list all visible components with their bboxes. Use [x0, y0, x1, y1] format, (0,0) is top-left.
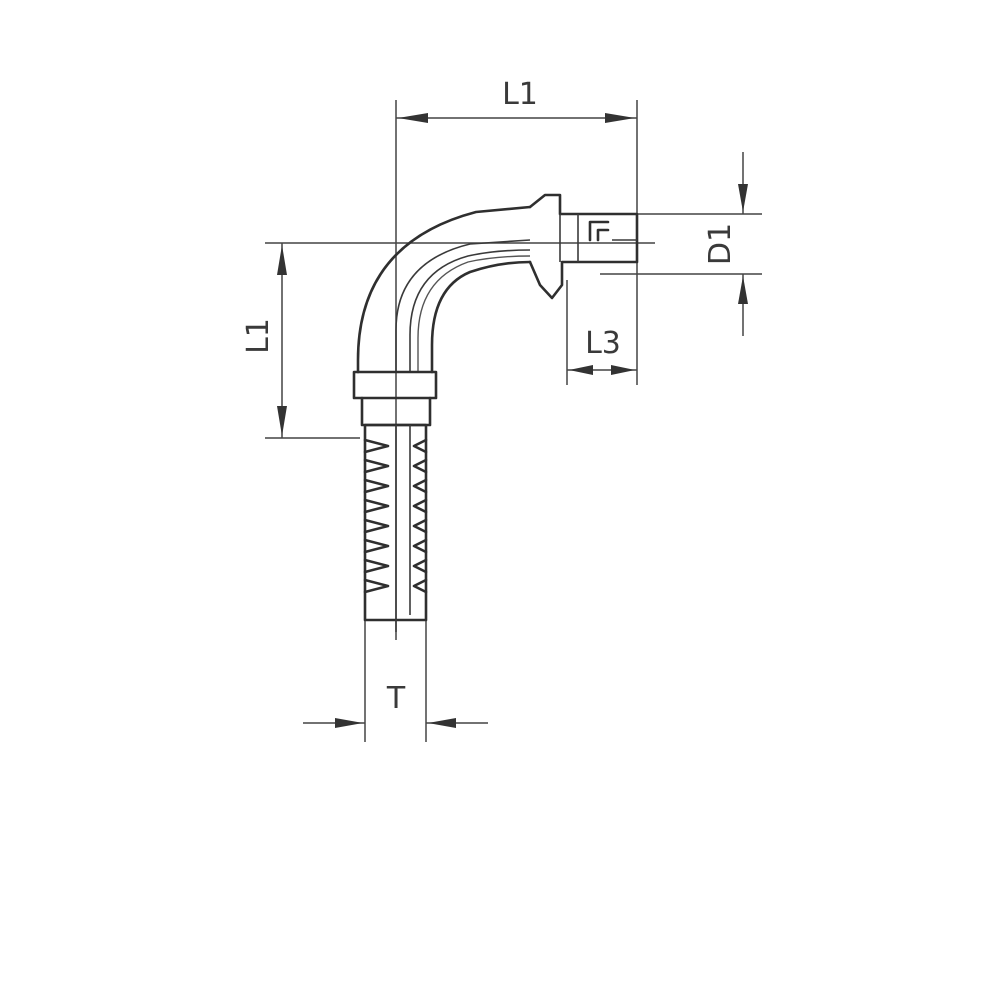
barb-ridge: [412, 478, 428, 494]
arrow-down: [277, 406, 287, 436]
arrow-left: [398, 113, 428, 123]
arrow-t-left: [335, 718, 363, 728]
label-l1-top: L1: [502, 77, 538, 112]
barb-ridge: [363, 558, 390, 574]
elbow-fitting: [352, 193, 639, 632]
arrow-t-right: [428, 718, 456, 728]
bend-hatch-line: [417, 255, 531, 372]
flange-head: [528, 193, 639, 300]
arrow-l3-right: [611, 365, 635, 375]
dimension-t: T: [303, 615, 488, 742]
elbow-outer-contour: [356, 205, 532, 374]
barb-ridge: [363, 478, 390, 494]
barb-ridge: [363, 438, 390, 454]
label-d1: D1: [703, 223, 738, 265]
dimension-d1: D1: [600, 152, 762, 336]
bore-centerline: [395, 239, 531, 372]
barb-ridge: [412, 518, 428, 534]
arrow-up: [277, 245, 287, 275]
barb-ridge: [363, 578, 390, 594]
barb-ridge: [412, 438, 428, 454]
arrow-right: [605, 113, 635, 123]
dimension-l1-vertical: L1: [241, 242, 655, 439]
barb-ridge: [412, 578, 428, 594]
barb-ridge: [363, 518, 390, 534]
elbow-inner-contour: [430, 260, 532, 374]
arrow-d1-top: [738, 184, 748, 212]
barb-ridges: [363, 438, 428, 594]
hex-collar: [352, 370, 438, 400]
barb-ridge: [412, 538, 428, 554]
label-l3: L3: [585, 326, 621, 361]
label-t: T: [386, 681, 406, 716]
barb-ridge: [412, 458, 428, 474]
o-ring-groove: [588, 220, 610, 242]
dimension-l3: L3: [566, 280, 637, 385]
arrow-l3-left: [569, 365, 593, 375]
barb-ridge: [363, 538, 390, 554]
bore-inner-line: [409, 249, 531, 372]
barb-ridge: [363, 498, 390, 514]
label-l1-left: L1: [241, 318, 276, 354]
arrow-d1-bottom: [738, 276, 748, 304]
barb-ridge: [412, 498, 428, 514]
barb-ridge: [412, 558, 428, 574]
barb-ridge: [363, 458, 390, 474]
